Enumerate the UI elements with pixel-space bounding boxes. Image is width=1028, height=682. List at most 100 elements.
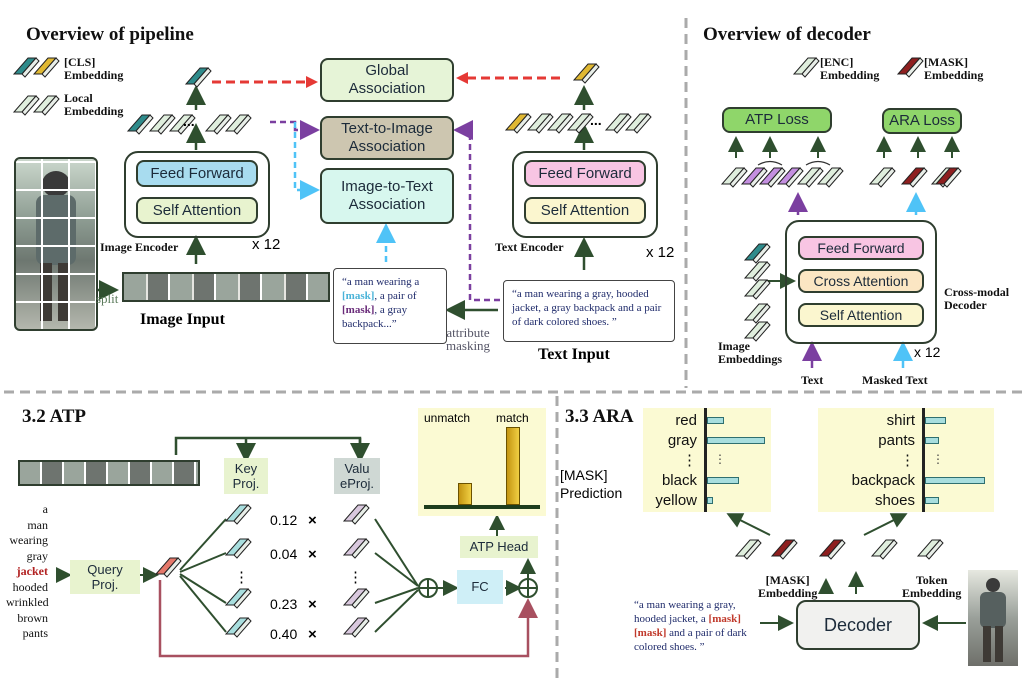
text-encoder-repeat: x 12	[646, 244, 675, 261]
image-local-token	[168, 114, 196, 135]
ara-bar	[925, 437, 939, 444]
ara-bar-label: red	[675, 412, 697, 429]
decoder-self-attention: Self Attention	[798, 303, 924, 327]
image-embedding-token	[743, 303, 771, 324]
masked-caption-part: , a gray backpack...”	[342, 304, 408, 330]
cls-embedding-token	[32, 57, 60, 78]
multiply-sign: ×	[308, 596, 317, 613]
ara-right-axis	[922, 408, 925, 512]
mask-embedding-token	[896, 57, 924, 78]
ara-bar-label: pants	[878, 432, 915, 449]
mask-embedding-token	[770, 539, 798, 560]
atp-head-box: ATP Head	[460, 536, 538, 558]
image-local-token	[148, 114, 176, 135]
image-encoder-repeat: x 12	[252, 236, 281, 253]
image-to-text-association-box: Image-to-Text Association	[320, 168, 454, 224]
atp-word: gray	[26, 548, 48, 563]
token-embedding-token	[734, 539, 762, 560]
ara-bar-label: black	[661, 472, 697, 489]
multiply-sign: ×	[308, 626, 317, 643]
image-feed-forward: Feed Forward	[136, 160, 258, 187]
token-embedding-token	[916, 539, 944, 560]
key-token	[224, 588, 252, 609]
ara-bar	[925, 417, 946, 424]
atp-word: wrinkled	[6, 595, 49, 609]
text-local-token	[604, 113, 632, 134]
mask-embedding-token	[818, 539, 846, 560]
ara-bar-label: yellow	[655, 492, 697, 509]
global-association-box: Global Association	[320, 58, 454, 102]
legend-mask-label: [MASK] Embedding	[924, 55, 984, 82]
image-encoder-label: Image Encoder	[100, 240, 179, 254]
decoder-overview-title: Overview of decoder	[703, 24, 871, 45]
ara-bar	[925, 477, 985, 484]
attention-weight: 0.23	[270, 596, 298, 612]
text-input-label: Text Input	[538, 346, 610, 363]
atp-chart-baseline	[424, 505, 540, 509]
text-cls-token	[504, 113, 532, 134]
vertical-ellipsis: ⋮	[714, 452, 726, 466]
text-local-token	[624, 113, 652, 134]
match-bar-match	[506, 427, 520, 505]
image-cls-token	[184, 67, 212, 88]
text-to-image-association-box: Text-to-Image Association	[320, 116, 454, 160]
value-token	[342, 617, 370, 638]
token-embedding-token	[870, 539, 898, 560]
mask-token: [mask]	[342, 290, 375, 302]
atp-word: man	[27, 517, 48, 532]
atp-word: a	[42, 502, 48, 516]
mask-embedding-token	[934, 167, 962, 188]
mask-embedding-token	[900, 167, 928, 188]
person-image-grid	[14, 157, 98, 331]
text-cls-token	[572, 63, 600, 84]
ara-bar-label: shoes	[874, 492, 915, 509]
vertical-ellipsis: ⋮	[234, 569, 249, 586]
ara-bar	[707, 477, 739, 484]
fc-box: FC	[457, 570, 503, 604]
mask-embedding-label: [MASK] Embedding	[758, 573, 818, 600]
token-embedding-label: Token Embedding	[902, 573, 962, 600]
text-feed-forward: Feed Forward	[524, 160, 646, 187]
image-local-token	[224, 114, 252, 135]
decoder-feed-forward: Feed Forward	[798, 236, 924, 260]
enc-embedding-token	[796, 167, 824, 188]
image-input-label: Image Input	[140, 311, 225, 328]
vertical-ellipsis: ⋮	[932, 452, 944, 466]
key-token	[224, 504, 252, 525]
key-token	[224, 617, 252, 638]
value-token	[342, 504, 370, 525]
match-bar-unmatch	[458, 483, 472, 505]
query-proj-box: Query Proj.	[70, 560, 140, 594]
text-encoder-block	[512, 151, 658, 238]
key-proj-box: Key Proj.	[224, 458, 268, 494]
decoder-repeat: x 12	[914, 344, 941, 360]
enc-embedding-token	[868, 167, 896, 188]
ara-left-chart	[643, 408, 771, 512]
ara-person-image	[968, 570, 1018, 666]
image-self-attention: Self Attention	[136, 197, 258, 224]
image-embedding-token	[743, 261, 771, 282]
local-embedding-token	[32, 95, 60, 116]
text-encoder-label: Text Encoder	[495, 240, 564, 254]
image-embedding-token	[743, 321, 771, 342]
ara-left-axis	[704, 408, 707, 512]
legend-local-label: Local Embedding	[64, 91, 124, 118]
decoder-cross-attention: Cross Attention	[798, 269, 924, 293]
atp-match-chart	[418, 408, 546, 516]
atp-word: hooded	[12, 579, 48, 594]
mask-token: [mask]	[708, 613, 741, 625]
ara-title: 3.3 ARA	[565, 406, 634, 427]
mask-token: [mask]	[342, 304, 375, 316]
text-local-token	[546, 113, 574, 134]
attention-weight: 0.12	[270, 512, 298, 528]
atp-word: wearing	[9, 533, 48, 547]
cls-embedding-token	[12, 57, 40, 78]
ara-caption: “a man wearing a gray, hooded jacket, a …	[634, 598, 760, 654]
enc-embedding-token	[816, 167, 844, 188]
enc-embedding-token	[720, 167, 748, 188]
image-encoder-block	[124, 151, 270, 238]
decoder-box: Decoder	[796, 600, 920, 650]
predicted-token	[776, 167, 804, 188]
query-token	[154, 557, 182, 578]
